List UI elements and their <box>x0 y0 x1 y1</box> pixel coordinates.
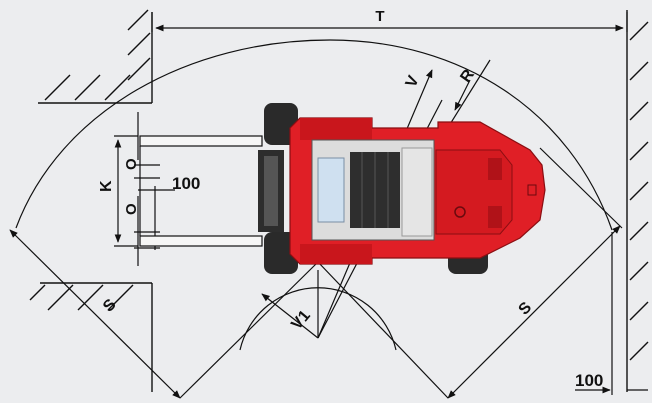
label-o-bottom: O <box>123 203 140 215</box>
dimension-wall-offset <box>575 232 648 395</box>
label-s-left: S <box>100 296 120 316</box>
label-o-top: O <box>123 158 140 170</box>
dimension-v1 <box>239 270 397 351</box>
turning-radius-arc <box>15 39 613 231</box>
label-offset-wall: 100 <box>575 371 603 390</box>
forks <box>139 135 263 247</box>
dimension-t <box>151 12 628 32</box>
dimension-s-right <box>317 147 623 399</box>
label-s-right: S <box>516 299 536 319</box>
label-v: V <box>403 73 423 90</box>
label-v1: V1 <box>288 307 314 333</box>
label-t: T <box>375 8 384 25</box>
wall-bottom-left <box>29 282 153 392</box>
wall-right <box>626 10 649 392</box>
forklift-vehicle <box>258 103 546 274</box>
label-k: K <box>98 180 115 192</box>
dimension-s-left <box>9 229 319 399</box>
dimension-k-o <box>114 112 175 266</box>
label-offset-fork: 100 <box>172 174 200 193</box>
wall-top-left <box>38 9 153 104</box>
